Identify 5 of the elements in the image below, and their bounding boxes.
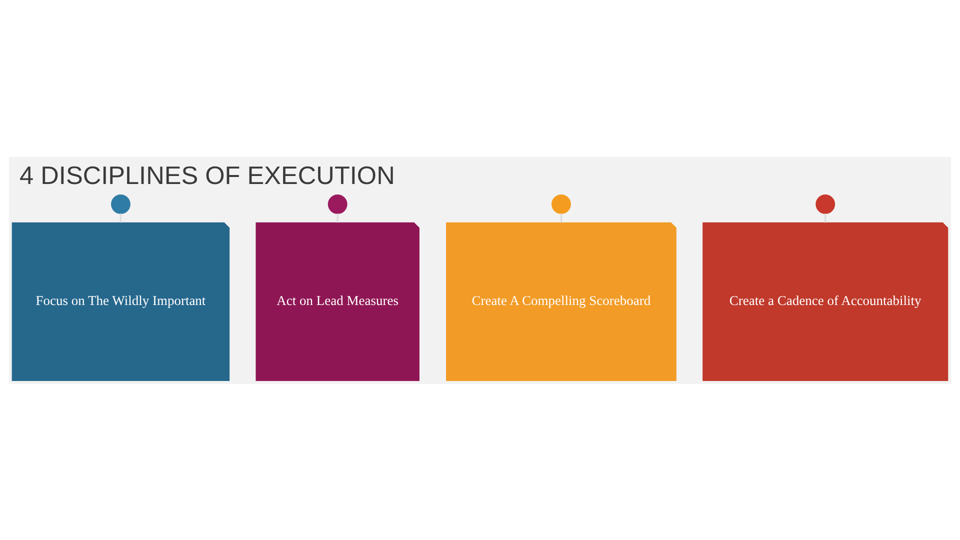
- node-circle: [111, 194, 130, 214]
- diagram-title: 4 DISCIPLINES OF EXECUTION: [20, 162, 395, 190]
- node-circle: [816, 194, 836, 214]
- node-circle: [328, 194, 348, 214]
- node-circle: [552, 194, 571, 214]
